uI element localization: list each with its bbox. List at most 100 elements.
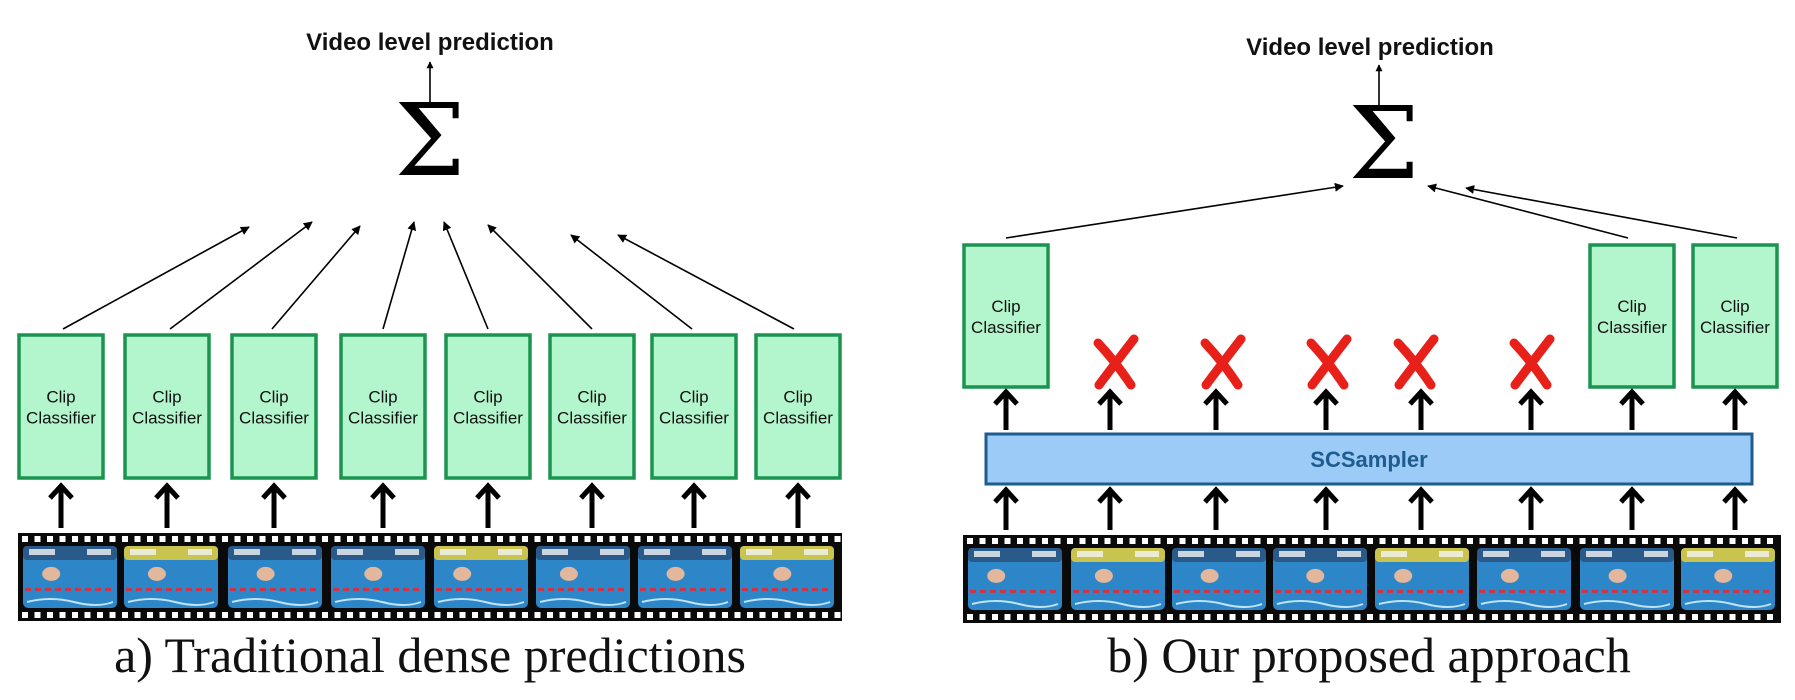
- right-fan-arrows: [1005, 182, 1738, 239]
- perforation-hole: [1717, 614, 1723, 620]
- perforation-hole: [709, 612, 716, 618]
- right-lower-up-arrow-1: [993, 486, 1019, 530]
- clip-classifier-label-line1: Clip: [152, 388, 181, 407]
- perforation-hole: [797, 536, 803, 542]
- frame-water: [1477, 548, 1571, 610]
- perforation-hole: [209, 536, 216, 542]
- left-top-label: Video level prediction: [306, 29, 554, 56]
- clip-classifier-rect: [650, 333, 738, 480]
- perforation-hole: [1492, 614, 1498, 620]
- perforation-hole: [1417, 614, 1423, 620]
- left-caption: a) Traditional dense predictions: [114, 627, 746, 683]
- frame-swimmer: [453, 566, 472, 581]
- panel-left: Video level prediction Σ ClipClassifierC…: [17, 29, 842, 683]
- perforation-hole: [147, 612, 153, 618]
- frame-logo: [234, 549, 260, 555]
- perforation-hole: [1729, 538, 1736, 544]
- left-up-arrow-1: [48, 482, 74, 528]
- perforation-hole: [47, 612, 53, 618]
- left-up-arrows: [48, 482, 811, 528]
- frame-wave: [1175, 600, 1263, 608]
- perforation-hole: [234, 612, 241, 618]
- perforation-hole: [1517, 614, 1523, 620]
- perforation-hole: [1029, 538, 1036, 544]
- frame-water: [434, 546, 528, 608]
- clip-classifier-rect: [548, 333, 636, 480]
- perforation-hole: [347, 536, 353, 542]
- perforation-hole: [134, 536, 141, 542]
- perforation-hole: [434, 612, 441, 618]
- perforation-hole: [1204, 538, 1211, 544]
- up-arrow-head: [579, 482, 605, 500]
- perforation-hole: [967, 614, 973, 620]
- perforation-hole: [184, 612, 191, 618]
- perforation-hole: [272, 536, 278, 542]
- perforation-hole: [222, 612, 228, 618]
- perforation-hole: [1379, 538, 1386, 544]
- up-arrow-head: [1518, 388, 1544, 406]
- perforation-hole: [1679, 614, 1686, 620]
- perforation-hole: [1279, 538, 1286, 544]
- perforation-hole: [647, 612, 653, 618]
- frame-wave: [1480, 600, 1568, 608]
- perforation-hole: [1104, 614, 1111, 620]
- perforation-hole: [1604, 614, 1611, 620]
- frame-logo: [702, 549, 726, 555]
- perforation-hole: [684, 612, 691, 618]
- perforation-hole: [1042, 538, 1048, 544]
- clip-classifier-label-line1: Clip: [1720, 297, 1749, 316]
- perforation-hole: [247, 536, 253, 542]
- perforation-hole: [797, 612, 803, 618]
- left-video-frame-1: [23, 546, 117, 608]
- perforation-hole: [834, 612, 841, 618]
- perforation-hole: [197, 536, 203, 542]
- perforation-hole: [622, 536, 628, 542]
- up-arrow-head: [154, 482, 180, 500]
- perforation-hole: [1204, 614, 1211, 620]
- perforation-hole: [184, 536, 191, 542]
- left-video-frame-2: [124, 546, 218, 608]
- perforation-hole: [992, 538, 998, 544]
- perforation-hole: [1117, 538, 1123, 544]
- perforation-hole: [1017, 538, 1023, 544]
- left-up-arrow-6: [579, 482, 605, 528]
- perforation-hole: [1342, 538, 1348, 544]
- clip-classifier-label-line2: Classifier: [971, 318, 1041, 337]
- left-video-frame-4: [331, 546, 425, 608]
- perforation-hole: [172, 536, 178, 542]
- frame-swimmer: [666, 566, 685, 581]
- perforation-hole: [1654, 538, 1661, 544]
- perforation-hole: [1729, 614, 1736, 620]
- frame-logo: [1586, 551, 1612, 557]
- perforation-hole: [992, 614, 998, 620]
- perforation-hole: [1029, 614, 1036, 620]
- rejected-x-mark-3: [1306, 334, 1352, 390]
- perforation-hole: [1167, 538, 1173, 544]
- frame-logo: [498, 549, 522, 555]
- perforation-hole: [1529, 614, 1536, 620]
- perforation-hole: [1329, 614, 1336, 620]
- frame-wave: [1378, 600, 1466, 608]
- clip-classifier-rect: [444, 333, 532, 480]
- perforation-hole: [372, 612, 378, 618]
- right-lower-up-arrow-3: [1203, 486, 1229, 530]
- perforation-hole: [722, 536, 728, 542]
- right-caption: b) Our proposed approach: [1107, 627, 1630, 683]
- perforation-hole: [597, 612, 603, 618]
- right-lower-up-arrow-8: [1722, 486, 1748, 530]
- frame-water: [1071, 548, 1165, 610]
- perforation-hole: [1367, 538, 1373, 544]
- perforation-hole: [522, 536, 528, 542]
- perforation-hole: [1079, 614, 1086, 620]
- frame-swimmer: [987, 568, 1006, 583]
- frame-water: [124, 546, 218, 608]
- up-arrow-head: [681, 482, 707, 500]
- perforation-hole: [422, 612, 428, 618]
- perforation-hole: [1479, 614, 1486, 620]
- clip-classifier-label-line2: Classifier: [1700, 318, 1770, 337]
